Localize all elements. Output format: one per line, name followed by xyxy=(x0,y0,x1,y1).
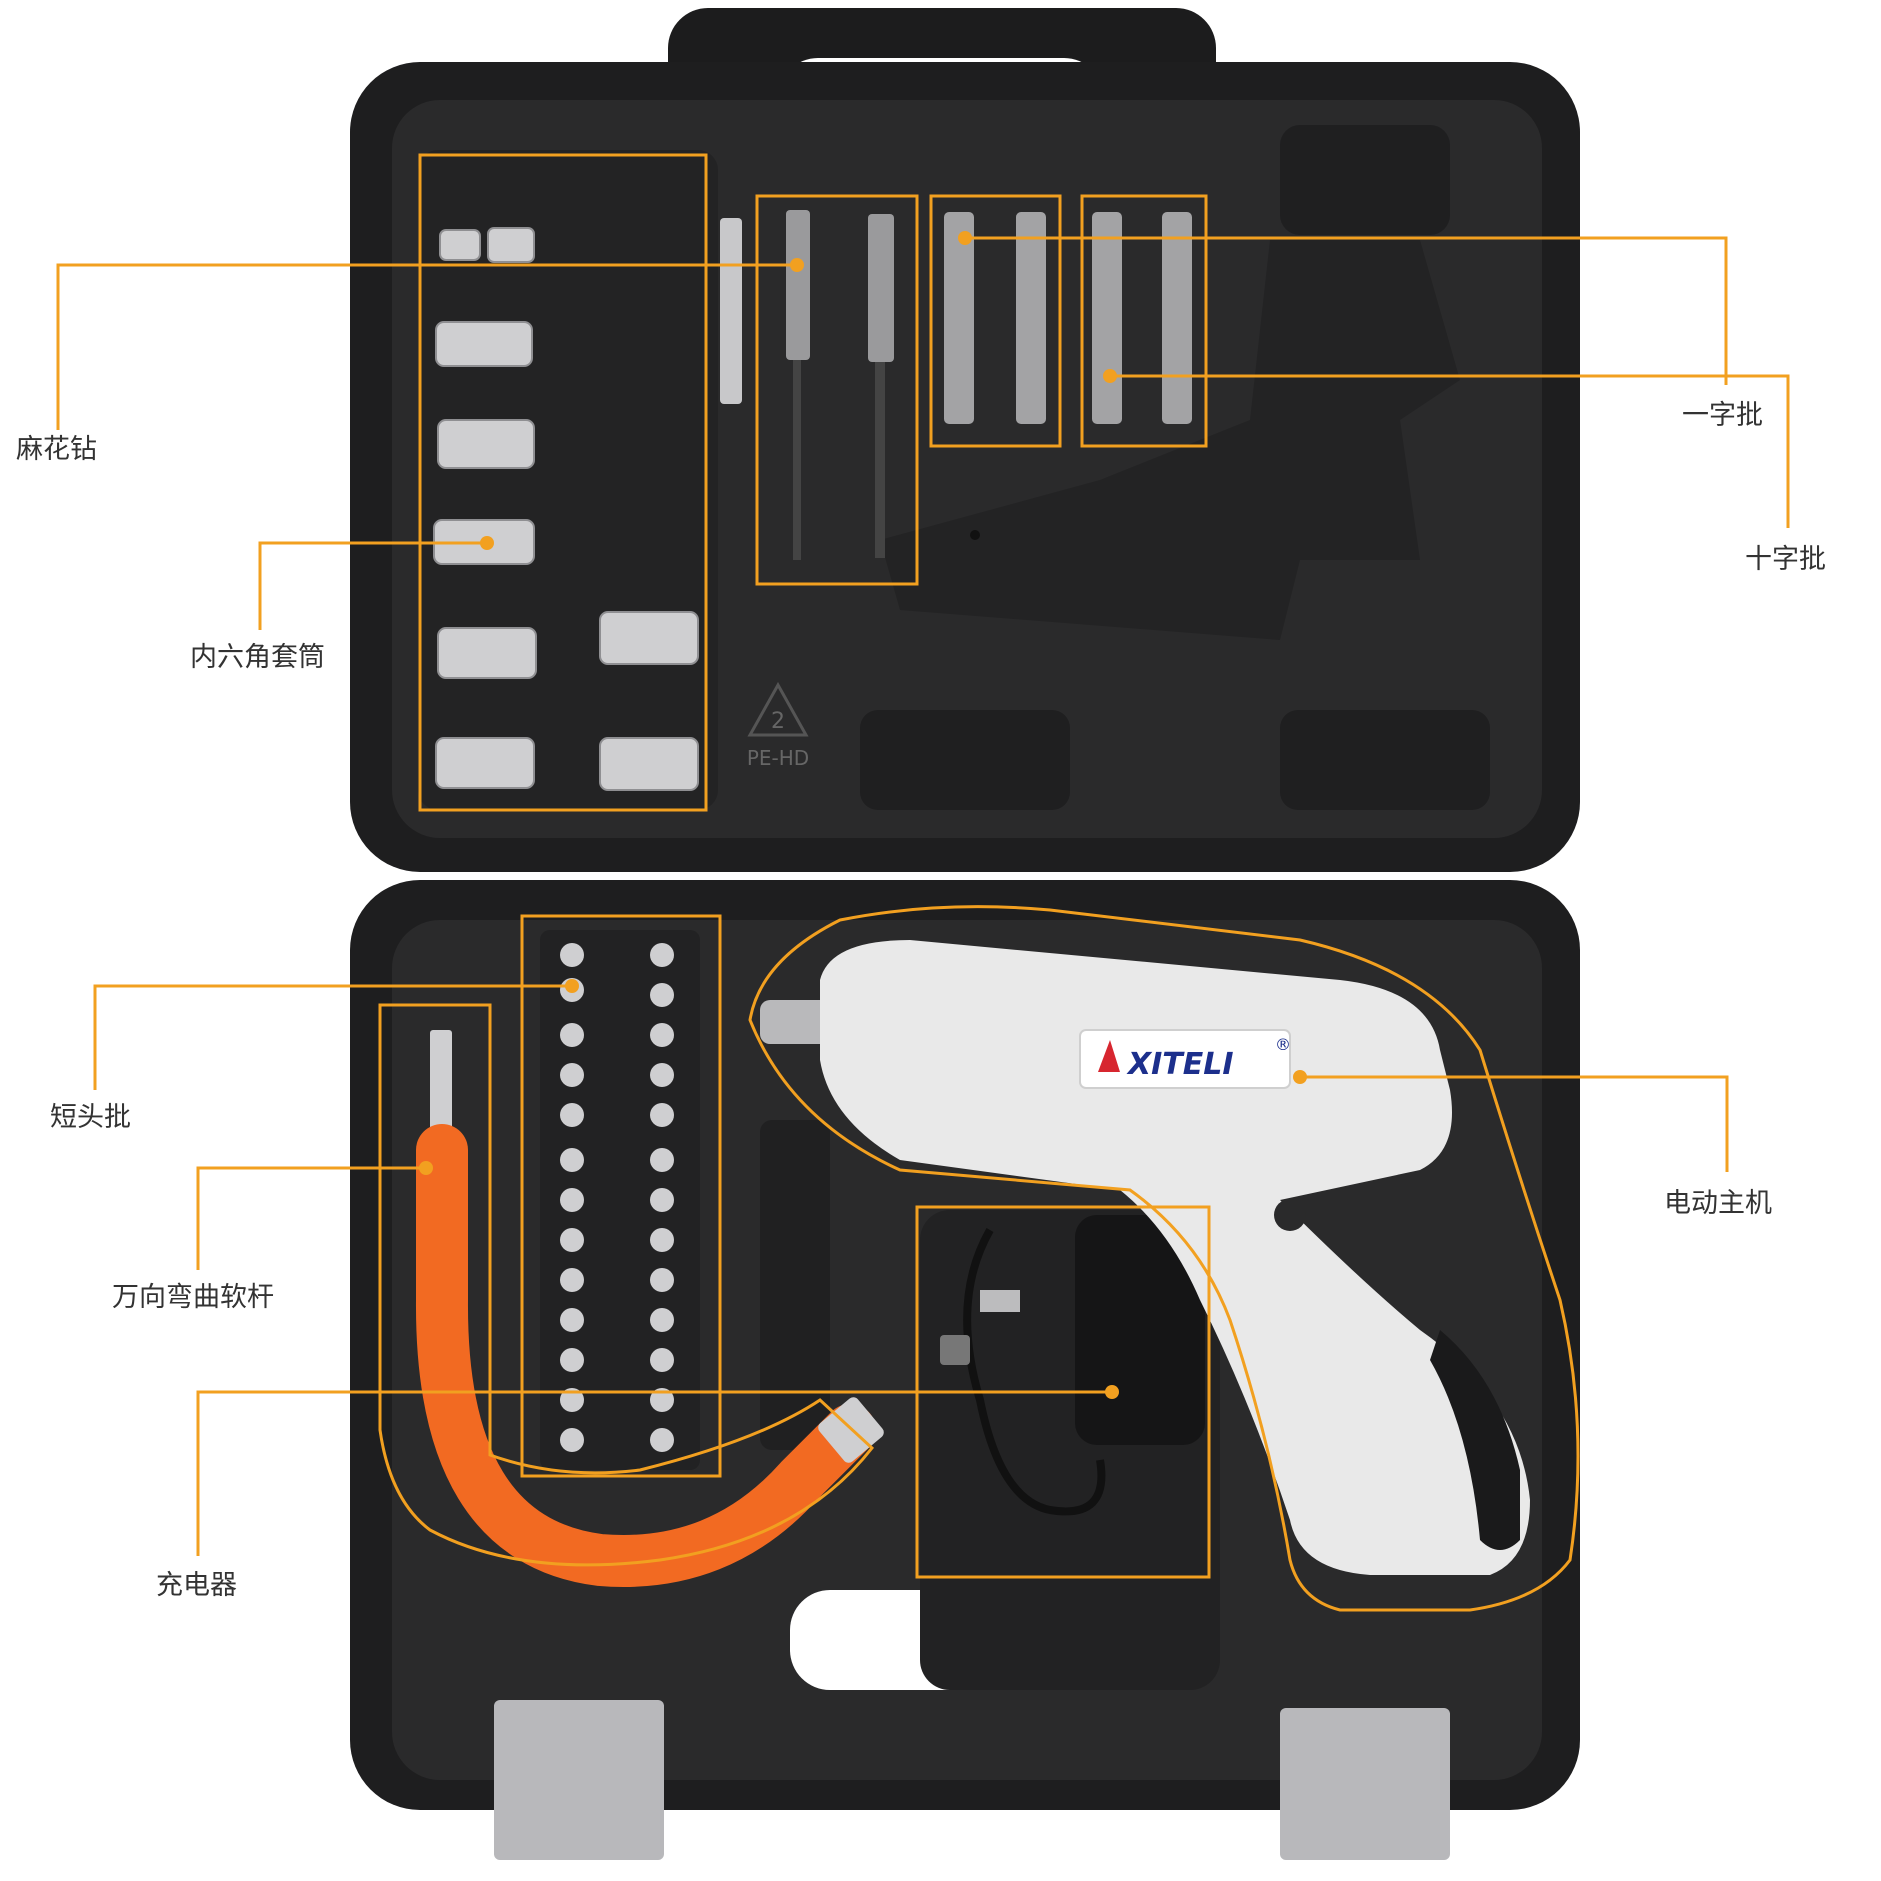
leader-drill-main xyxy=(1300,1075,1729,1172)
label-charger: 充电器 xyxy=(156,1570,237,1601)
leader-dot-twist-drill xyxy=(790,258,804,272)
recycle-number: 2 xyxy=(771,709,785,734)
leader-phillips-bit xyxy=(1110,374,1790,528)
leader-dot-hex-socket xyxy=(480,536,494,550)
recycle-mark: 2 PE-HD xyxy=(747,681,809,770)
leader-dot-short-bits xyxy=(565,979,579,993)
electric-drill: XITELI ® xyxy=(760,940,1530,1575)
box-twist-drill xyxy=(755,194,919,586)
leader-dot-charger xyxy=(1105,1385,1119,1399)
label-flex-shaft: 万向弯曲软杆 xyxy=(112,1282,274,1313)
brand-logo: XITELI xyxy=(1126,1047,1234,1082)
box-drill-main xyxy=(748,905,1580,1612)
annotation-boxes xyxy=(378,153,1580,1612)
leader-dot-flex-shaft xyxy=(419,1161,433,1175)
label-short-bits: 短头批 xyxy=(50,1102,131,1133)
recycle-material: PE-HD xyxy=(747,746,809,770)
label-twist-drill: 麻花钻 xyxy=(16,434,97,465)
leader-short-bits xyxy=(93,984,572,1090)
box-phillips-bit xyxy=(1080,194,1208,448)
label-drill-main: 电动主机 xyxy=(1664,1188,1772,1219)
hex-sockets xyxy=(433,227,699,791)
leader-dot-drill-main xyxy=(1293,1070,1307,1084)
callout-labels: 麻花钻 内六角套筒 短头批 万向弯曲软杆 充电器 一字批 十字批 电动主机 xyxy=(16,400,1826,1601)
box-hex-socket xyxy=(418,153,708,812)
registered-mark: ® xyxy=(1275,1035,1291,1054)
leader-lines xyxy=(56,231,1790,1556)
leader-twist-drill xyxy=(56,263,797,430)
short-bits xyxy=(540,930,700,1470)
leader-hex-socket xyxy=(258,541,487,630)
label-phillips-bit: 十字批 xyxy=(1745,544,1826,575)
leader-dot-phillips-bit xyxy=(1103,369,1117,383)
box-flex-shaft xyxy=(378,1003,875,1567)
leader-dot-slotted-bit xyxy=(958,231,972,245)
label-slotted-bit: 一字批 xyxy=(1682,400,1763,431)
leader-slotted-bit xyxy=(965,236,1728,385)
label-hex-socket: 内六角套筒 xyxy=(190,642,325,673)
leader-charger xyxy=(196,1390,1112,1556)
box-slotted-bit xyxy=(929,194,1062,448)
leader-flex-shaft xyxy=(196,1166,426,1270)
box-short-bits xyxy=(520,914,722,1478)
